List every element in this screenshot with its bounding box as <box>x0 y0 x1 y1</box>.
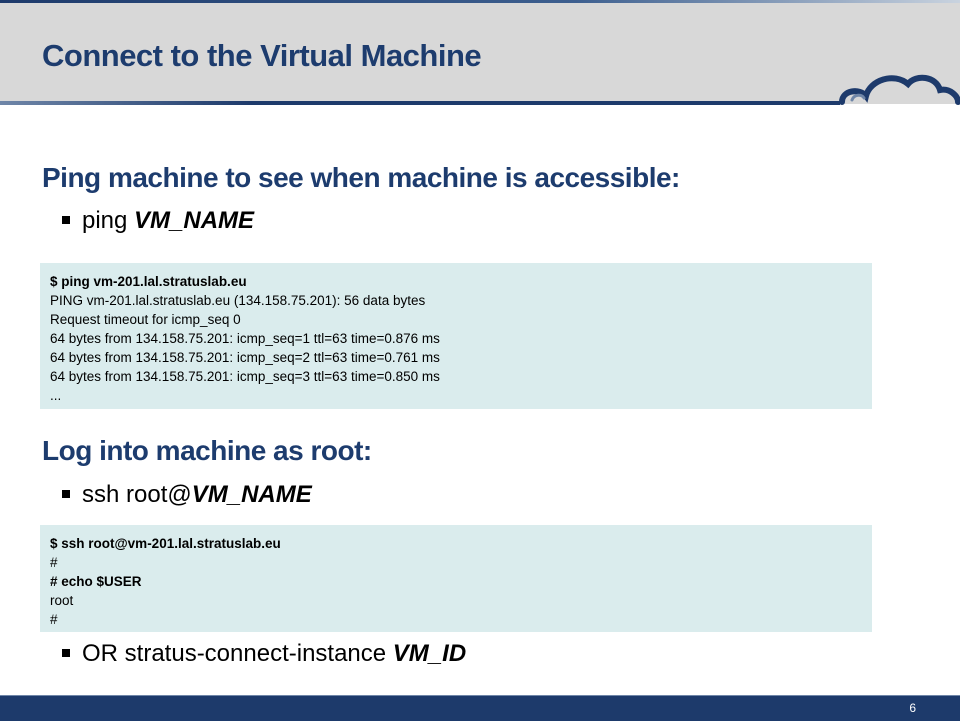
code-line: PING vm-201.lal.stratuslab.eu (134.158.7… <box>50 293 426 308</box>
alt-connect-bullet: OR stratus-connect-instance VM_ID <box>62 640 466 668</box>
top-rule <box>0 0 960 3</box>
cloud-logo-icon <box>839 74 960 105</box>
code-line: 64 bytes from 134.158.75.201: icmp_seq=1… <box>50 331 440 346</box>
ping-bullet-prefix: ping <box>82 207 135 234</box>
ssh-bullet-prefix: ssh root@ <box>82 481 192 508</box>
ssh-bullet: ssh root@VM_NAME <box>62 481 312 509</box>
header-rule <box>0 101 840 105</box>
alt-bullet-prefix: OR stratus-connect-instance <box>82 640 393 667</box>
code-line: ... <box>50 388 62 403</box>
code-line: $ ssh root@vm-201.lal.stratuslab.eu <box>50 536 281 551</box>
ping-code-block: $ ping vm-201.lal.stratuslab.eu PING vm-… <box>40 263 872 409</box>
code-line: 64 bytes from 134.158.75.201: icmp_seq=2… <box>50 350 440 365</box>
square-bullet-icon <box>62 215 70 224</box>
code-line: Request timeout for icmp_seq 0 <box>50 312 241 327</box>
code-line: root <box>50 593 74 608</box>
header-band <box>0 0 960 104</box>
code-line: # <box>50 612 58 627</box>
code-line: 64 bytes from 134.158.75.201: icmp_seq=3… <box>50 369 440 384</box>
ping-bullet: ping VM_NAME <box>62 207 254 235</box>
page-number: 6 <box>909 701 916 715</box>
ssh-code-block: $ ssh root@vm-201.lal.stratuslab.eu # # … <box>40 525 872 632</box>
code-line: # echo $USER <box>50 574 142 589</box>
ping-section-heading: Ping machine to see when machine is acce… <box>42 162 680 193</box>
login-section-heading: Log into machine as root: <box>42 435 372 466</box>
code-line: # <box>50 555 58 570</box>
footer-bar: 6 <box>0 695 960 721</box>
slide-title: Connect to the Virtual Machine <box>42 38 482 73</box>
code-line: $ ping vm-201.lal.stratuslab.eu <box>50 274 247 289</box>
alt-bullet-emph: VM_ID <box>392 640 467 667</box>
square-bullet-icon <box>62 648 70 657</box>
ssh-bullet-emph: VM_NAME <box>191 481 312 508</box>
square-bullet-icon <box>62 489 70 498</box>
ping-bullet-emph: VM_NAME <box>134 207 255 234</box>
